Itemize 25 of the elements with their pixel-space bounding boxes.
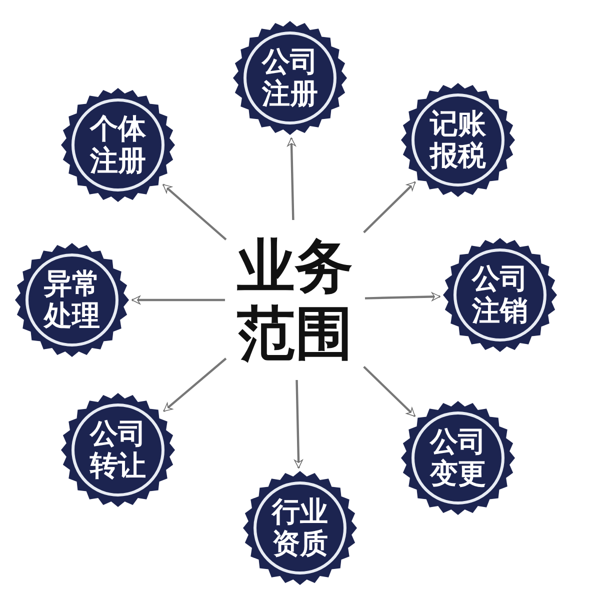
arrow (162, 184, 227, 240)
seal-badge (400, 82, 516, 198)
badge-label: 行业资质 (272, 496, 328, 560)
badge-label: 异常处理 (44, 268, 100, 332)
seal-badge (400, 400, 516, 516)
badge-label: 公司注销 (472, 262, 528, 328)
center-title: 业务范围 (237, 233, 353, 367)
arrow (294, 380, 303, 468)
seal-badge (60, 392, 176, 508)
arrow (363, 366, 416, 418)
arrow (364, 292, 440, 302)
arrow (132, 296, 225, 304)
badge-label: 公司变更 (430, 426, 486, 490)
seal-badge (14, 242, 130, 358)
seal-badge (442, 237, 558, 353)
arrow (163, 358, 227, 412)
arrow (287, 138, 296, 220)
badge-label: 个体注册 (90, 112, 146, 178)
seal-badge (60, 87, 176, 203)
badge-label: 公司转让 (90, 418, 146, 482)
badge-label: 记账报税 (430, 108, 486, 172)
arrow (363, 181, 416, 234)
seal-badge (242, 470, 358, 586)
seal-badge (232, 20, 348, 136)
badge-label: 公司注册 (262, 46, 318, 110)
